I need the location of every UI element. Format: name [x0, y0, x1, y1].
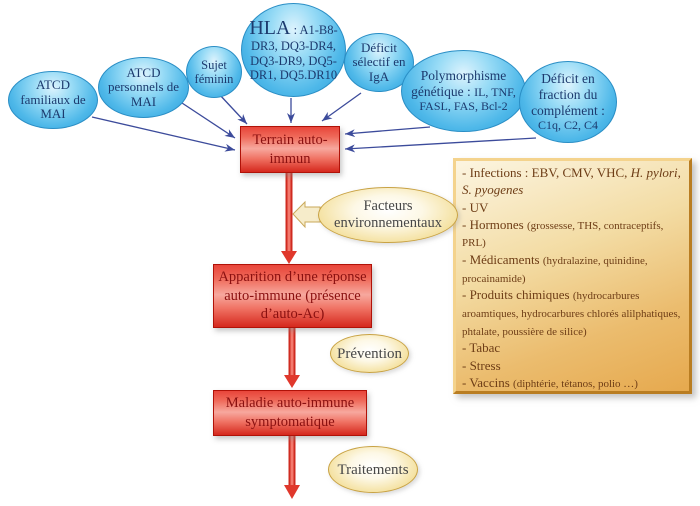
flow-box-maladie-symptomatique: Maladie auto-immune symptomatique [213, 390, 367, 436]
side-ellipse-traitements: Traitements [328, 446, 418, 493]
flow-label: Apparition d’une réponse auto-immune (pr… [218, 268, 367, 323]
flow-label: Terrain auto-immun [252, 131, 328, 167]
connector-maladie-to-outcome [284, 434, 300, 499]
factor-label: Sujet féminin [194, 58, 234, 86]
arrow-polymorphisme-to-terrain [344, 126, 431, 138]
env-item-infections: - Infections : EBV, CMV, VHC, H. pylori,… [462, 165, 681, 198]
factor-label: ATCD familiaux de MAI [20, 77, 86, 122]
arrow-deficit-complement-to-terrain [344, 137, 537, 153]
env-item-stress: - Stress [462, 357, 501, 373]
side-label: Traitements [337, 461, 409, 478]
side-label: Facteurs environnementaux [334, 197, 442, 231]
arrow-atcd-personnels-to-terrain [181, 102, 236, 139]
env-item-tabac: - Tabac [462, 340, 501, 356]
arrow-atcd-familiaux-to-terrain [91, 116, 236, 152]
flow-label: Maladie auto-immune symptomatique [225, 395, 355, 430]
env-item-produits-chimiques: - Produits chimiques (hydrocarbures aroa… [462, 287, 681, 338]
flow-box-apparition-reponse: Apparition d’une réponse auto-immune (pr… [213, 264, 372, 328]
arrow-sujet-feminin-to-terrain [218, 93, 248, 125]
factor-ellipse-atcd-personnels: ATCD personnels de MAI [98, 57, 189, 118]
factor-ellipse-deficit-complement: Déficit en fraction du complément : C1q,… [519, 61, 617, 143]
factor-ellipse-hla: HLA : A1-B8-DR3, DQ3-DR4, DQ3-DR9, DQ5-D… [241, 3, 346, 97]
env-item-vaccins: - Vaccins (diphtérie, tétanos, polio …) [462, 374, 638, 390]
factor-ellipse-atcd-familiaux: ATCD familiaux de MAI [8, 71, 98, 129]
factor-label: HLA : A1-B8-DR3, DQ3-DR4, DQ3-DR9, DQ5-D… [249, 16, 338, 83]
env-item-hormones: - Hormones (grossesse, THS, contraceptif… [462, 216, 664, 250]
factor-ellipse-sujet-feminin: Sujet féminin [186, 46, 242, 98]
factor-ellipse-polymorphisme: Polymorphisme génétique : IL, TNF, FASL,… [401, 50, 526, 132]
arrow-deficit-iga-to-terrain [321, 92, 362, 122]
connector-apparition-to-maladie [284, 327, 300, 388]
env-item-medicaments: - Médicaments (hydralazine, quinidine, p… [462, 252, 648, 285]
factor-label: Déficit sélectif en IgA [352, 39, 406, 84]
env-item-uv: - UV [462, 199, 489, 215]
environmental-factors-panel: - Infections : EBV, CMV, VHC, H. pylori,… [453, 158, 692, 394]
connector-terrain-to-apparition [281, 172, 297, 264]
factor-label: ATCD personnels de MAI [107, 64, 180, 109]
block-arrow-facteurs-to-flow [292, 200, 321, 229]
side-label: Prévention [337, 345, 402, 362]
factor-label: Polymorphisme génétique : IL, TNF, FASL,… [411, 68, 516, 114]
factor-label: Déficit en fraction du complément : C1q,… [531, 71, 605, 133]
flow-box-terrain-auto-immun: Terrain auto-immun [240, 126, 340, 173]
side-ellipse-facteurs-environnementaux: Facteurs environnementaux [318, 187, 458, 243]
side-ellipse-prevention: Prévention [330, 334, 409, 373]
